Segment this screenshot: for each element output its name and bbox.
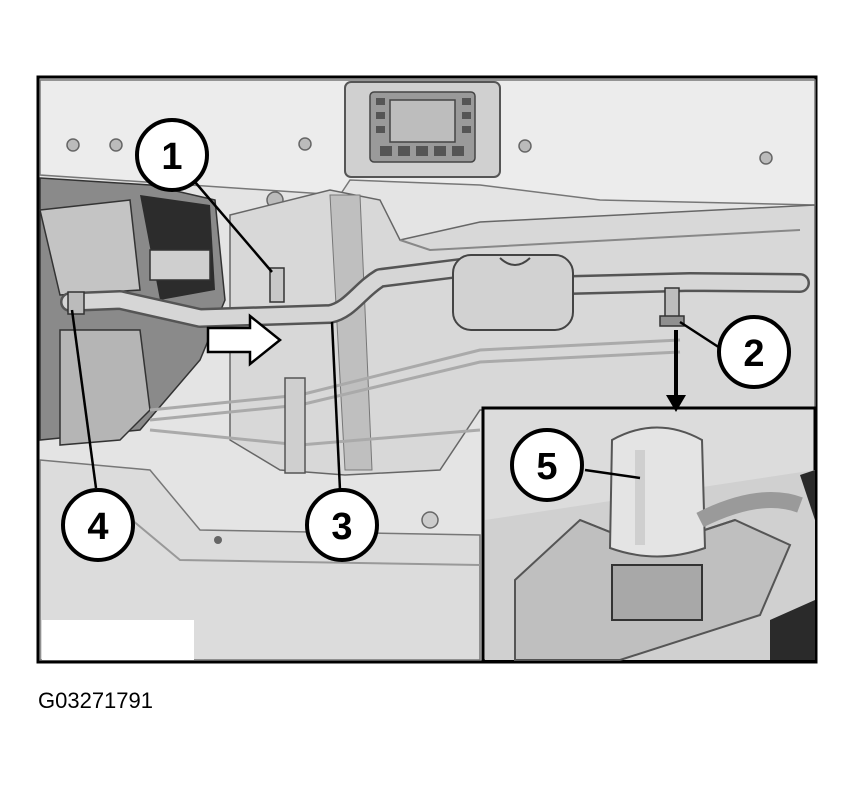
callout-1: 1 [135,118,209,192]
figure-id-caption: G03271791 [38,688,153,713]
pipe-flange [67,291,85,315]
display-unit [344,81,501,178]
blank-label-box [42,620,194,660]
callout-4: 4 [61,488,135,562]
callout-5: 5 [510,428,584,502]
floor-bolt-2 [421,511,439,529]
svg-text:2: 2 [743,333,764,375]
exhaust-pipe-fill [62,260,808,326]
svg-text:1: 1 [161,136,182,178]
callout-2: 2 [717,315,791,389]
callout-3: 3 [305,488,379,562]
svg-text:5: 5 [536,446,557,488]
engine-component [59,329,151,446]
tunnel-shadow [329,194,373,471]
rubber-hanger [659,287,685,327]
engine-bracket [149,249,211,281]
tunnel-ridge [399,229,801,252]
lower-floor-ridge [119,509,481,566]
svg-text:3: 3 [331,506,352,548]
hanger-stud [269,267,285,303]
lower-floor-panel [39,459,481,661]
engine-component-2 [39,199,141,296]
floor-bolt-1 [214,536,222,544]
leader-lines [70,181,721,491]
svg-text:4: 4 [87,506,108,548]
exhaust-muffler [452,254,574,331]
line-clip [284,377,306,474]
inset-pointer-head [666,395,686,412]
detail-inset [481,406,817,663]
muffler-notch [499,257,531,266]
flow-arrow [206,313,283,367]
